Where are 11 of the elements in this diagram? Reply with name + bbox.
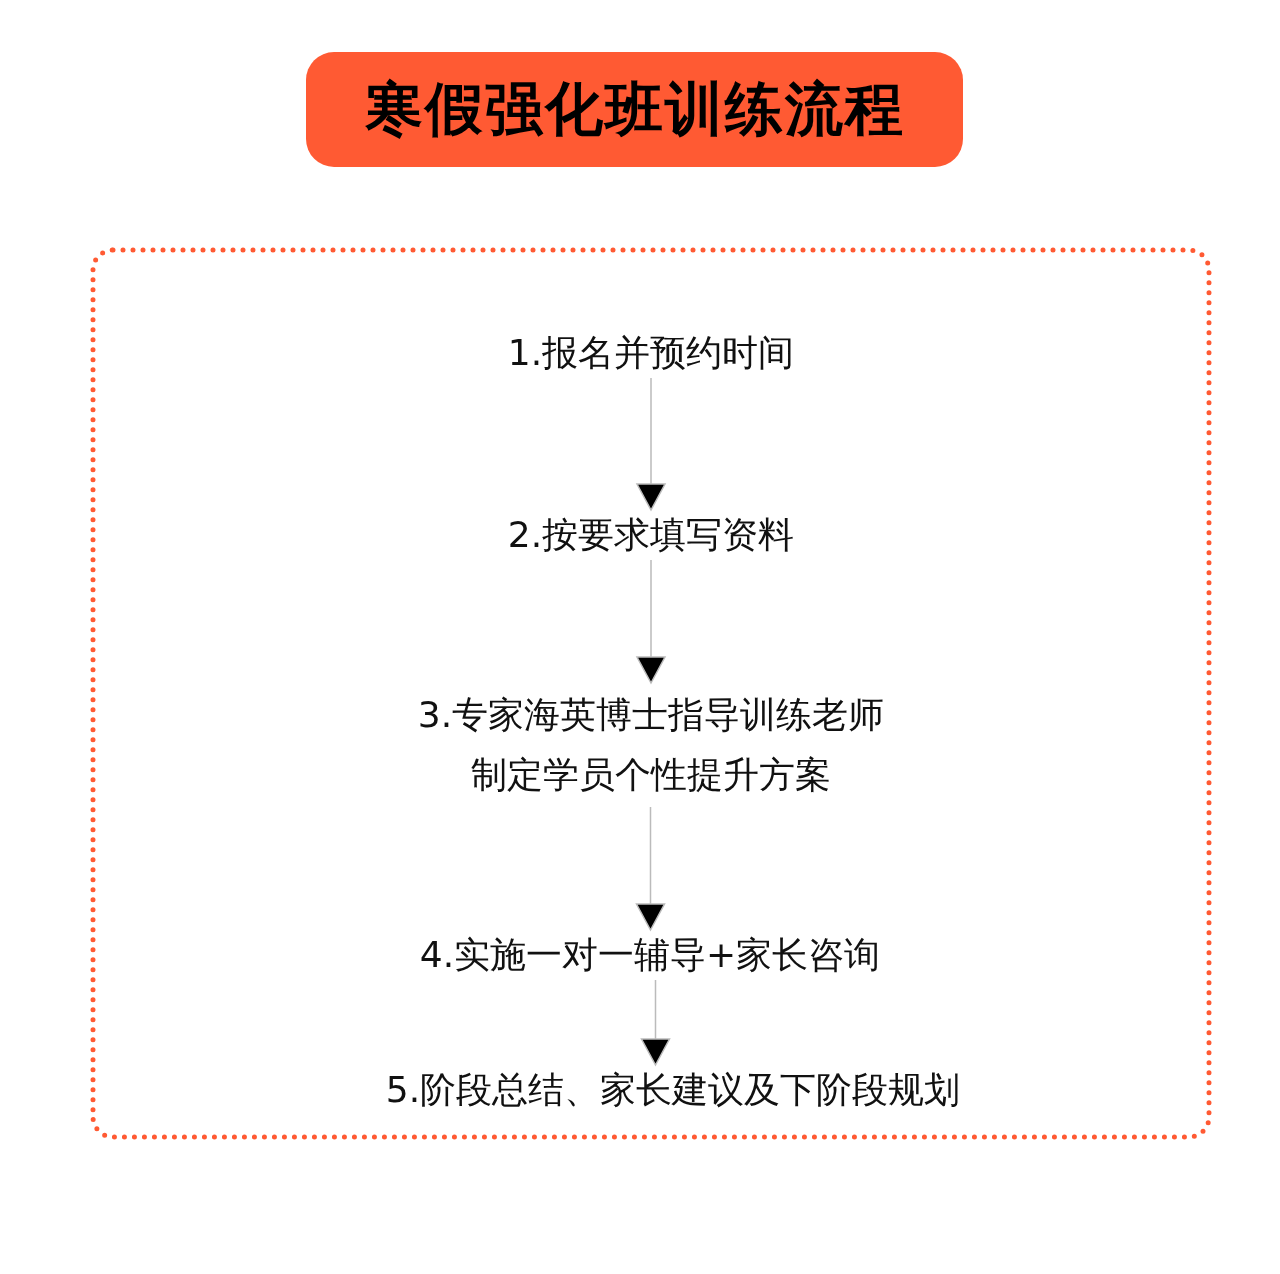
step-text: 1.报名并预约时间 <box>507 330 795 376</box>
step-text: 3.专家海英博士指导训练老师制定学员个性提升方案 <box>411 685 891 805</box>
title-banner: 寒假强化班训练流程 <box>306 52 963 167</box>
dotted-frame <box>90 247 1212 1140</box>
arrow <box>640 979 671 1066</box>
arrow <box>635 377 667 511</box>
arrow <box>635 559 667 684</box>
step-text: 4.实施一对一辅导+家长咨询 <box>419 932 881 978</box>
arrow <box>635 806 666 931</box>
step-text: 5.阶段总结、家长建议及下阶段规划 <box>385 1067 961 1113</box>
step-text: 2.按要求填写资料 <box>507 512 795 558</box>
